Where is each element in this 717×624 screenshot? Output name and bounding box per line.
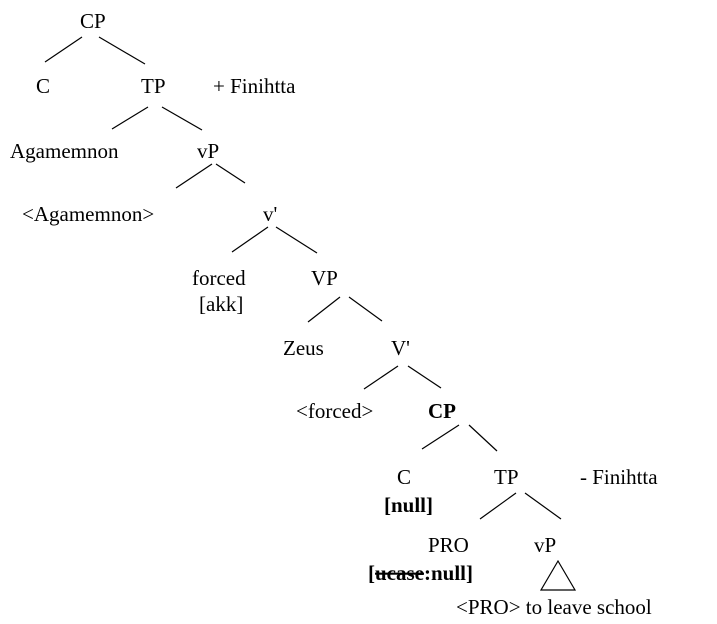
- branch-VP-to-zeus: [307, 296, 341, 323]
- feature-bracket-open: [: [368, 561, 375, 585]
- node-pro-to-leave-school: <PRO> to leave school: [456, 595, 652, 619]
- node-vP-embedded: vP: [534, 533, 556, 557]
- branch-cp-to-c: [44, 36, 83, 63]
- branch-vbar-to-VP: [275, 226, 318, 254]
- node-PRO: PRO: [428, 533, 469, 557]
- feature-null-rest: :null]: [424, 561, 473, 585]
- branch-CP-to-TP: [468, 424, 498, 452]
- branch-vbar-to-forced: [231, 226, 269, 253]
- node-vp: vP: [197, 139, 219, 163]
- branch-cp-to-tp: [98, 36, 146, 65]
- branch-Vbar-to-CP: [407, 365, 442, 389]
- branch-Vbar-to-forced-trace: [363, 365, 399, 390]
- branch-TP-to-PRO: [479, 492, 517, 520]
- finiteness-minus-label: - Finihtta: [580, 465, 658, 489]
- node-v-bar: v': [263, 202, 277, 226]
- branch-vp-to-vbar: [215, 163, 246, 184]
- branch-tp-to-vp: [161, 106, 203, 131]
- node-CP-embedded: CP: [428, 399, 456, 423]
- node-C-embedded: C: [397, 465, 411, 489]
- node-agamemnon: Agamemnon: [10, 139, 119, 163]
- branch-vp-to-agamemnon-trace: [175, 163, 213, 189]
- branch-TP-to-vP: [524, 492, 562, 520]
- branch-VP-to-Vbar: [348, 296, 383, 322]
- node-c: C: [36, 74, 50, 98]
- node-zeus: Zeus: [283, 336, 324, 360]
- feature-null-c: [null]: [384, 493, 433, 517]
- triangle-abbreviation: [539, 559, 577, 591]
- node-tp: TP: [141, 74, 166, 98]
- branch-tp-to-agamemnon: [111, 106, 149, 130]
- feature-case-null: [ucase:null]: [368, 561, 473, 585]
- node-VP: VP: [311, 266, 338, 290]
- node-cp-root: CP: [80, 9, 106, 33]
- node-forced-trace: <forced>: [296, 399, 373, 423]
- feature-ucase-struck: ucase: [375, 561, 424, 585]
- node-V-bar: V': [391, 336, 410, 360]
- node-TP-embedded: TP: [494, 465, 519, 489]
- node-agamemnon-trace: <Agamemnon>: [22, 202, 154, 226]
- node-forced: forced: [192, 266, 246, 290]
- finiteness-plus-label: + Finihtta: [213, 74, 296, 98]
- branch-CP-to-C: [421, 424, 460, 450]
- case-feature-akk: [akk]: [199, 292, 243, 316]
